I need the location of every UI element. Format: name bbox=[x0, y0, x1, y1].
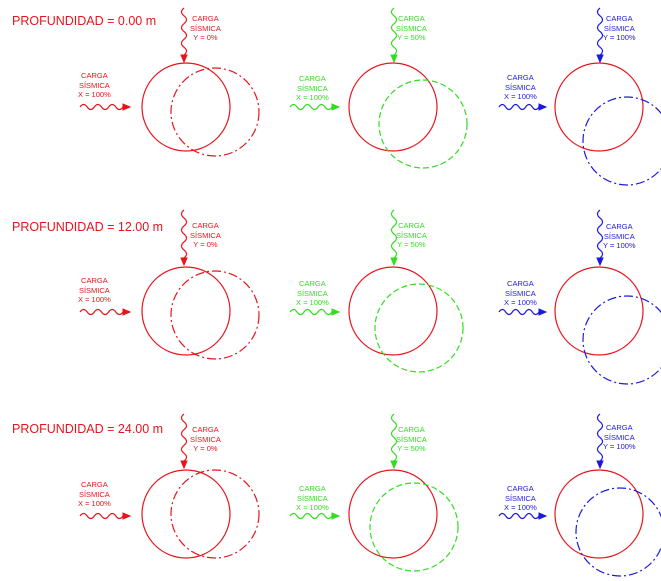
displaced-circle bbox=[582, 96, 661, 186]
seismic-y-arrow-shaft bbox=[596, 7, 604, 56]
displaced-circle bbox=[369, 482, 459, 572]
depth-label-0: PROFUNDIDAD = 0.00 m bbox=[12, 14, 157, 28]
base-circle bbox=[554, 469, 644, 559]
seismic-y-arrowhead bbox=[180, 54, 188, 64]
seismic-y-arrowhead bbox=[596, 460, 604, 470]
seismic-y-arrow-shaft bbox=[596, 413, 604, 462]
seismic-x-arrowhead bbox=[538, 103, 548, 111]
base-circle bbox=[348, 266, 438, 356]
base-circle bbox=[141, 266, 231, 356]
seismic-y-arrowhead bbox=[596, 54, 604, 64]
seismic-y-arrowhead bbox=[596, 257, 604, 267]
seismic-x-arrow-shaft bbox=[498, 103, 540, 111]
displaced-circle bbox=[575, 487, 661, 577]
base-circle bbox=[348, 469, 438, 559]
seismic-x-arrow-shaft bbox=[289, 512, 333, 520]
seismic-y-arrow-shaft bbox=[180, 7, 188, 56]
seismic-x-arrowhead bbox=[122, 103, 132, 111]
seismic-x-arrowhead bbox=[122, 512, 132, 520]
displaced-circle bbox=[170, 469, 260, 559]
seismic-y-arrow-shaft bbox=[390, 209, 398, 259]
seismic-y-arrow-shaft bbox=[180, 209, 188, 259]
base-circle bbox=[141, 62, 231, 152]
seismic-y-arrowhead bbox=[180, 257, 188, 267]
seismic-x-arrow-shaft bbox=[289, 103, 333, 111]
seismic-y-arrow-shaft bbox=[596, 209, 604, 259]
base-circle bbox=[141, 469, 231, 559]
seismic-y-arrowhead bbox=[390, 54, 398, 64]
seismic-y-arrow-shaft bbox=[180, 413, 188, 462]
seismic-y-arrowhead bbox=[180, 460, 188, 470]
seismic-x-arrow-shaft bbox=[79, 512, 124, 520]
displaced-circle bbox=[170, 270, 260, 360]
seismic-x-arrowhead bbox=[538, 308, 548, 316]
seismic-x-arrow-shaft bbox=[498, 512, 540, 520]
seismic-x-arrowhead bbox=[331, 308, 341, 316]
seismic-x-arrowhead bbox=[331, 103, 341, 111]
displaced-circle bbox=[374, 283, 464, 373]
seismic-x-arrowhead bbox=[331, 512, 341, 520]
seismic-x-arrow-shaft bbox=[79, 103, 124, 111]
base-circle bbox=[554, 62, 644, 152]
depth-label-24: PROFUNDIDAD = 24.00 m bbox=[12, 422, 164, 436]
seismic-x-arrow-shaft bbox=[289, 308, 333, 316]
seismic-x-arrow-shaft bbox=[498, 308, 540, 316]
seismic-x-arrowhead bbox=[122, 308, 132, 316]
seismic-y-arrow-shaft bbox=[390, 413, 398, 462]
seismic-y-arrowhead bbox=[390, 257, 398, 267]
depth-label-12: PROFUNDIDAD = 12.00 m bbox=[12, 220, 164, 234]
seismic-y-arrow-shaft bbox=[390, 7, 398, 56]
displaced-circle bbox=[582, 295, 661, 385]
seismic-x-arrow-shaft bbox=[79, 308, 124, 316]
base-circle bbox=[554, 266, 644, 356]
seismic-y-arrowhead bbox=[390, 460, 398, 470]
seismic-x-arrowhead bbox=[538, 512, 548, 520]
base-circle bbox=[348, 62, 438, 152]
displaced-circle bbox=[378, 79, 468, 169]
displaced-circle bbox=[170, 67, 260, 157]
